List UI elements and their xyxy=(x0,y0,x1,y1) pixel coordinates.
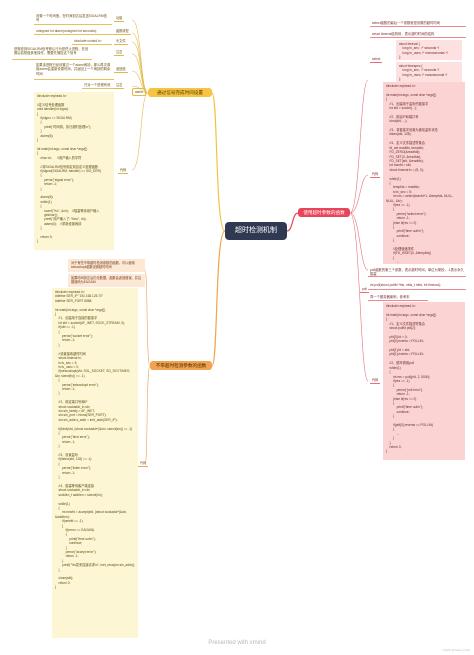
poll-example-note: 同一个服务器案例，参考本 xyxy=(368,294,428,301)
central-topic[interactable]: 超时检测机制 xyxy=(225,222,287,240)
setsockopt-note: 对于有些不带超时检测参数的函数，可以使用setsockopt函数设置超时时间 xyxy=(68,259,145,272)
poll-code-block: #include<myhead.h> int main(int argc, co… xyxy=(383,302,465,460)
setsockopt-code-block: #include<myhead.h> #define SER_IP "192.1… xyxy=(52,288,138,638)
tag-code-orange: 代码 xyxy=(138,461,149,467)
alarm-header-note: #include<unistd.h> xyxy=(72,38,112,45)
alarm-prototype-note: unsigned int alarm(unsigned int seconds)… xyxy=(34,28,114,35)
presented-with-footer: Presented with xmind xyxy=(208,640,266,646)
select-code-block: #include<myhead.h> int main(int argc, co… xyxy=(383,82,465,264)
tag-prototype: 函数原型 xyxy=(114,29,131,35)
poll-timeout-note: poll函数的第三个参数，表示超时时间，单位为毫秒，-1表示永久阻塞 xyxy=(368,267,466,277)
alarm-code-block: #include<myhead.h> //定义信号处理函数 void handl… xyxy=(34,92,114,250)
single-process-note: 只对一个进程有效 xyxy=(82,82,114,89)
tag-code-yellow: 代码 xyxy=(118,168,129,174)
connector-red xyxy=(286,212,299,232)
tag-note-2: 注意 xyxy=(114,83,125,89)
connector-yellow xyxy=(211,92,226,232)
alarm-function-note: 设置一个时间值，在时间到达后发送SIGALRM信号 xyxy=(34,13,112,25)
tag-poll: poll xyxy=(360,287,369,293)
tag-header: 头文件 xyxy=(114,39,128,45)
poll-prototype-note: int poll(struct pollfd *fds, nfds_t nfds… xyxy=(368,282,466,290)
branch-timeout-param-functions[interactable]: 使用超时参数的函数 xyxy=(298,208,350,217)
tag-function: 功能 xyxy=(114,16,125,22)
connector-orange xyxy=(211,230,226,367)
csdn-credit: CSDN @Stars-mhhk xyxy=(442,648,470,652)
timespec-struct-code: struct timespec { long tv_sec; /* second… xyxy=(396,62,462,82)
tag-code-select: 代码 xyxy=(370,172,381,178)
select-timeout-note: select函数的最后一个参数就是设置的超时时间 xyxy=(370,20,466,27)
tag-note-1: 注意 xyxy=(114,50,125,56)
tag-alarm: alarm xyxy=(132,88,146,96)
timeval-struct-note: struct timeval结构体，表示超时时间的结构 xyxy=(370,31,466,38)
tag-code-poll: 代码 xyxy=(370,378,381,384)
alarm-return-note: 如果该进程已经设置过一个alarm闹钟，那么再次调用alarm会重新设置时间，并… xyxy=(34,62,114,80)
tag-select: select xyxy=(370,57,383,63)
eagain-note: 如果时间到达后仍无数据，函数会返回错误，并且错误码为EAGAIN xyxy=(68,274,145,287)
timeval-struct-code: struct timeval { long tv_sec; /* seconds… xyxy=(396,40,462,60)
sigalrm-note: 进程收到SIGALRM信号默认行为是终止进程，在设置后若想做其他操作，需要先捕捉… xyxy=(12,46,92,60)
tag-return: 返回值 xyxy=(114,67,128,73)
branch-signal-timeout[interactable]: 通过信号完成时间设置 xyxy=(148,88,212,97)
branch-no-timeout-param-functions[interactable]: 不带超时检测参数的函数 xyxy=(150,361,212,370)
